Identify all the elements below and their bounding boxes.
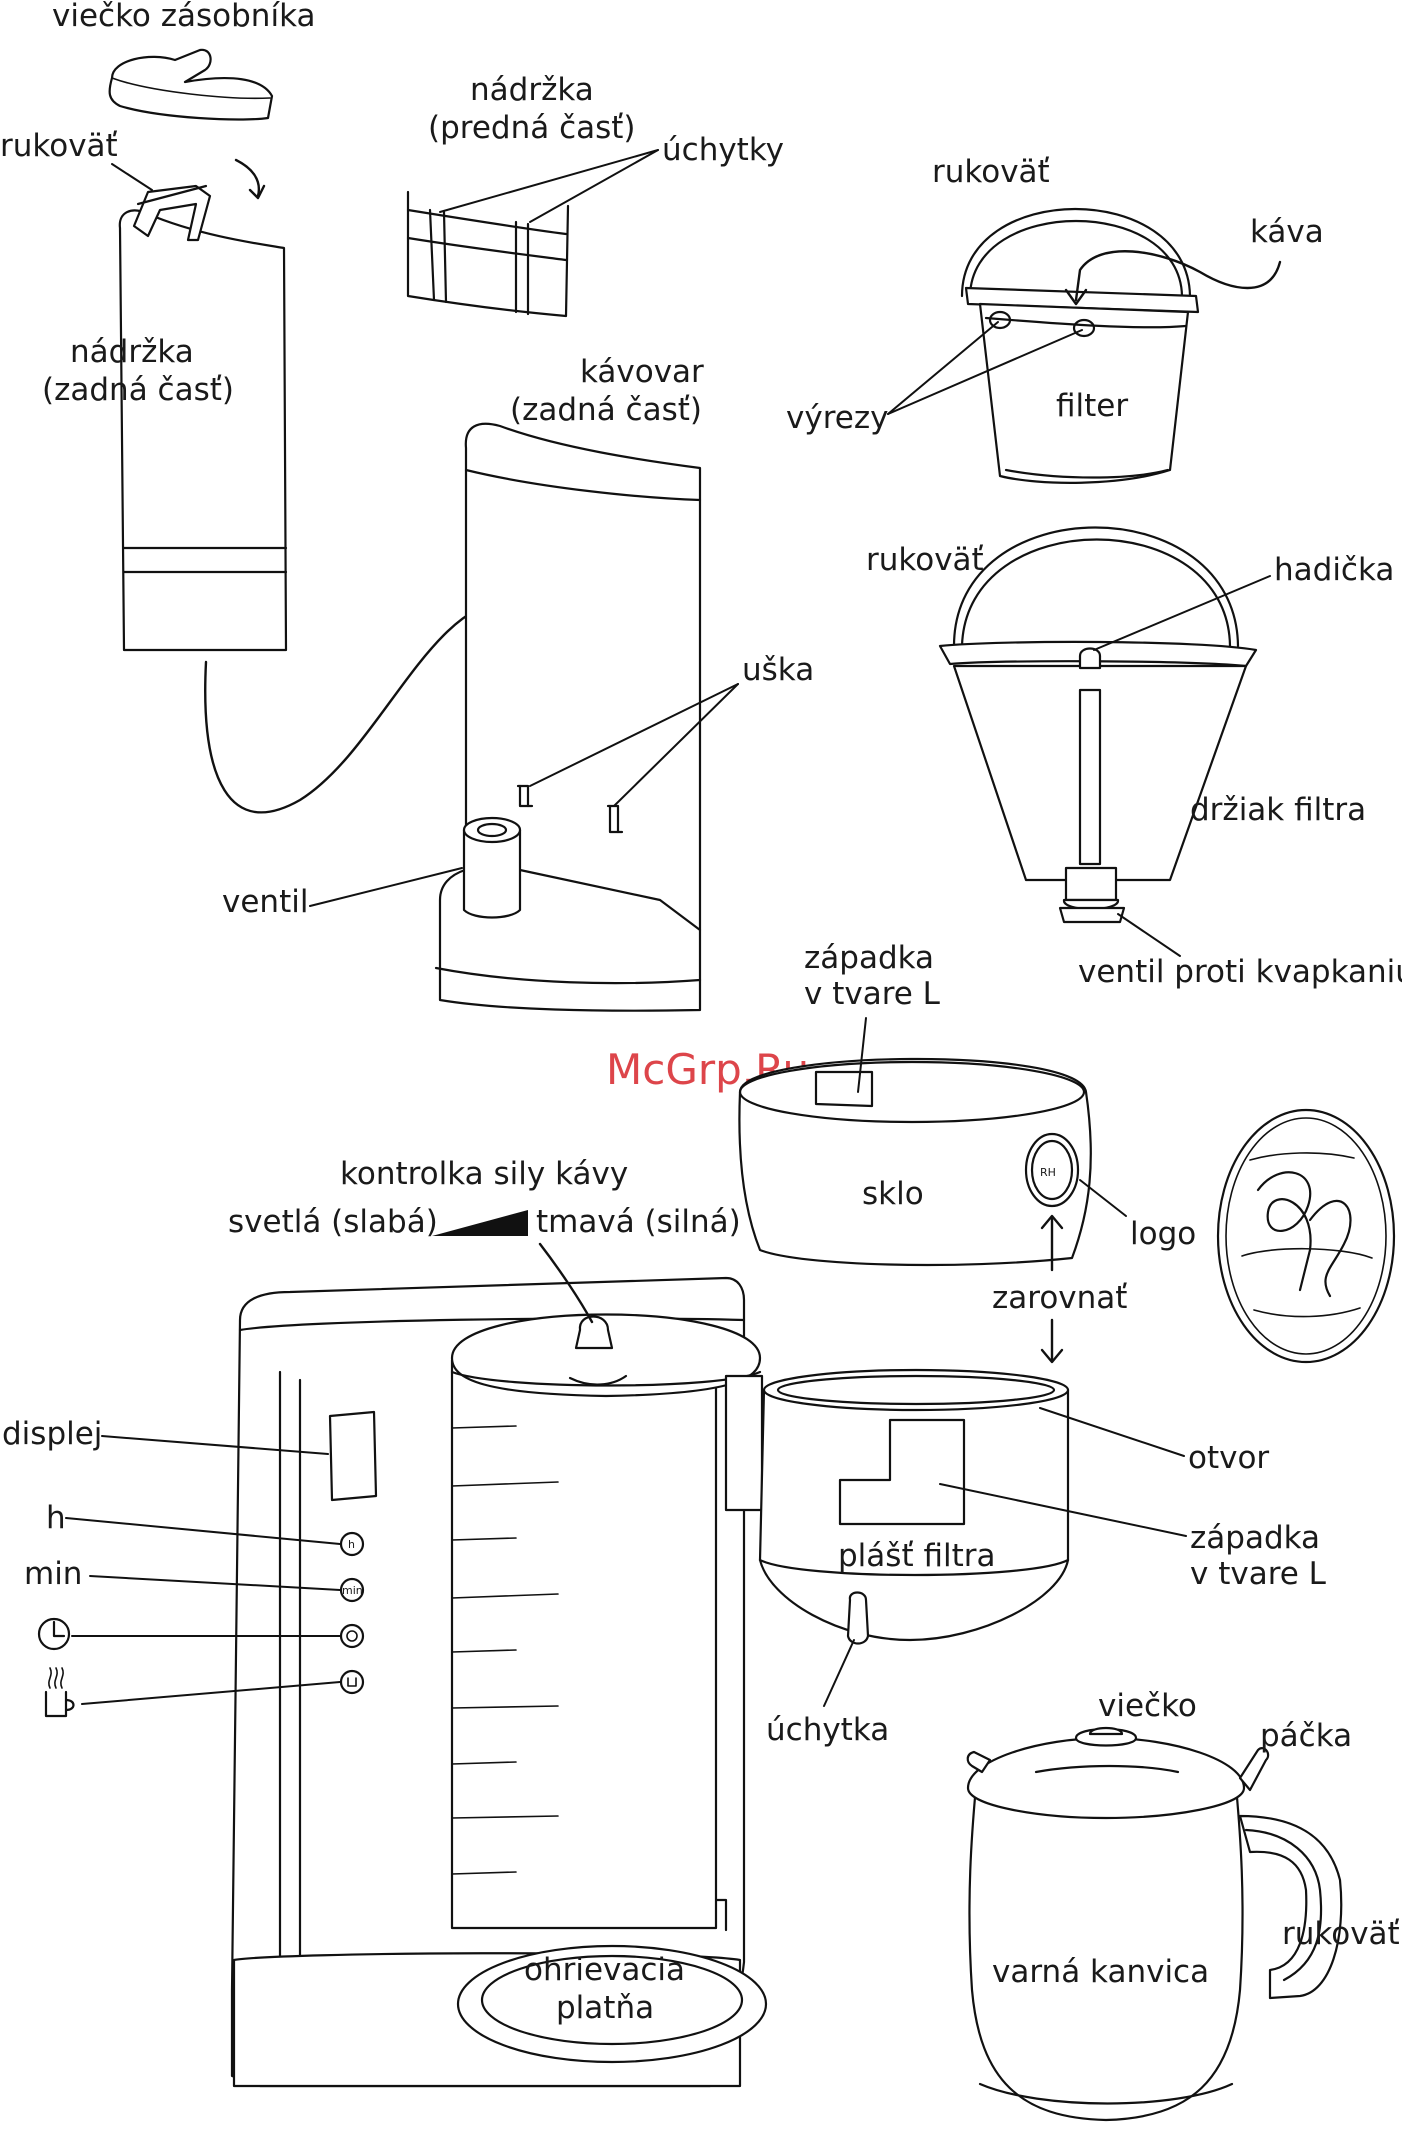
coffee-maker-front: h min [230, 1276, 768, 2088]
filter-basket [960, 207, 1200, 484]
label-notches: výrezy [786, 400, 888, 436]
label-l-latch-top-1: západka [804, 940, 934, 976]
label-tube: hadička [1274, 552, 1394, 588]
label-coffee: káva [1250, 214, 1324, 250]
label-logo: logo [1130, 1216, 1196, 1252]
label-handle-filter: rukoväť [932, 154, 1050, 190]
strength-gradient-icon [432, 1210, 528, 1236]
machine-back [434, 422, 702, 1012]
label-warming-plate-1: ohrievacia [524, 1952, 685, 1988]
reservoir-back [118, 184, 288, 652]
label-lugs: uška [742, 652, 814, 688]
label-minutes: min [24, 1556, 82, 1592]
brand-logo-emblem [1216, 1108, 1396, 1364]
label-reservoir-back-title: nádržka [70, 334, 194, 370]
label-lever: páčka [1260, 1718, 1352, 1754]
label-handle-reservoir: rukoväť [0, 128, 118, 164]
reservoir-lid [108, 48, 274, 121]
reservoir-front [406, 190, 570, 318]
svg-text:RH: RH [1040, 1166, 1056, 1179]
clock-icon [37, 1617, 71, 1651]
label-clips: úchytky [662, 132, 784, 168]
label-reservoir-back-sub: (zadná časť) [42, 372, 234, 408]
label-reservoir-front-sub: (predná časť) [428, 110, 636, 146]
filter-housing [724, 1368, 1070, 1645]
label-opening: otvor [1188, 1440, 1269, 1476]
label-machine-back-title: kávovar [580, 354, 704, 390]
label-strength-indicator: kontrolka sily kávy [340, 1156, 628, 1192]
label-l-latch-2: v tvare L [1190, 1556, 1327, 1592]
label-hours: h [46, 1500, 66, 1536]
label-filter-holder: držiak filtra [1190, 792, 1366, 828]
label-display: displej [2, 1416, 102, 1452]
label-l-latch-top-2: v tvare L [804, 976, 941, 1012]
label-light-weak: svetlá (slabá) [228, 1204, 438, 1240]
label-handle-carafe: rukoväť [1282, 1916, 1400, 1952]
steaming-cup-icon [44, 1667, 75, 1718]
label-reservoir-front-title: nádržka [470, 72, 594, 108]
label-filter-housing: plášť filtra [838, 1538, 995, 1574]
label-valve: ventil [222, 884, 308, 920]
button-hours-text: h [348, 1538, 355, 1551]
label-warming-plate-2: platňa [556, 1990, 654, 2026]
label-reservoir-lid: viečko zásobníka [52, 0, 315, 34]
filter-holder [938, 526, 1258, 924]
label-align: zarovnať [992, 1280, 1127, 1316]
label-lid: viečko [1098, 1688, 1197, 1724]
label-filter: filter [1056, 388, 1128, 424]
label-l-latch-1: západka [1190, 1520, 1320, 1556]
label-carafe: varná kanvica [992, 1954, 1209, 1990]
glass-ring: RH [738, 1057, 1092, 1267]
label-glass: sklo [862, 1176, 924, 1212]
carafe [966, 1726, 1343, 2122]
label-machine-back-sub: (zadná časť) [510, 392, 702, 428]
label-anti-drip-valve: ventil proti kvapkaniu [1078, 954, 1402, 990]
button-minutes-text: min [342, 1584, 363, 1597]
label-dark-strong: tmavá (silná) [536, 1204, 741, 1240]
label-clip: úchytka [766, 1712, 889, 1748]
label-handle-holder: rukoväť [866, 542, 984, 578]
